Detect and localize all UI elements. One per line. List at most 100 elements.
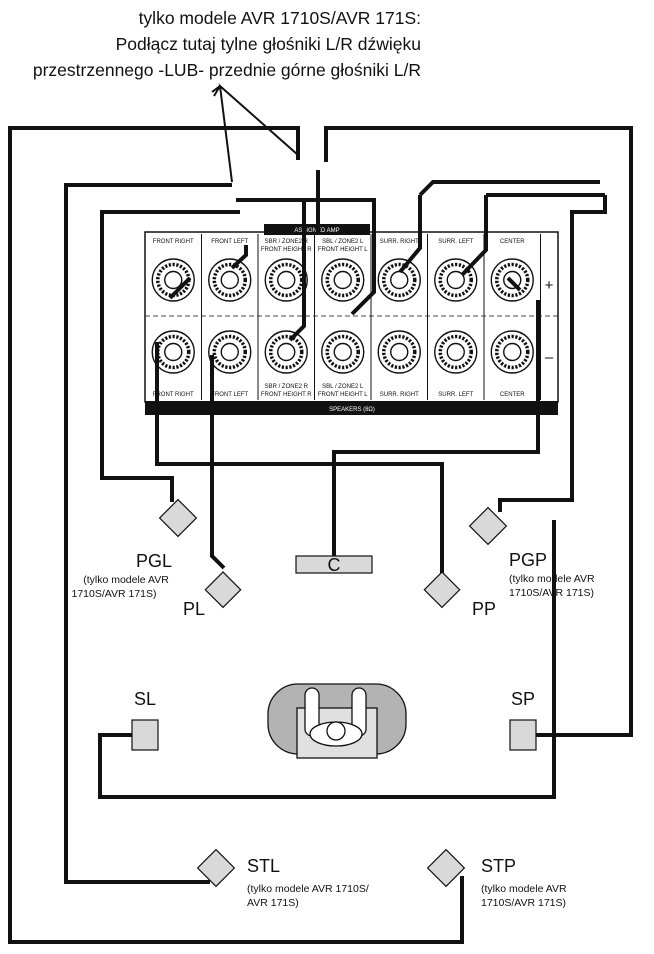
speaker-pgl-label: PGL (136, 551, 172, 571)
terminal-positive-2-ring (269, 262, 304, 298)
terminal-negative-6-ring (495, 334, 530, 370)
wire-center-top (506, 276, 522, 292)
wire-pl (210, 355, 226, 570)
speaker-stl-box (196, 848, 236, 888)
terminal-label-bottom-5: SURR. LEFT (438, 392, 473, 398)
speaker-c-box (295, 555, 373, 574)
speaker-sp-label: SP (511, 689, 535, 709)
speaker-stl: STL (tylko modele AVR 1710S/ AVR 171S) (196, 848, 369, 909)
terminal-label-top-0: FRONT RIGHT (153, 239, 194, 245)
wire-pgl (100, 210, 240, 502)
wire-pp (155, 342, 444, 576)
speaker-pgp-box (468, 506, 508, 546)
wire-sl (98, 520, 556, 799)
wire-sp (535, 210, 633, 737)
speaker-sl-label: SL (134, 689, 156, 709)
plus-sign: + (545, 277, 554, 294)
panel-columns: FRONT RIGHT FRONT RIGHT FRONT LEFT FRONT LE… (151, 234, 541, 400)
speaker-stp-box (426, 848, 466, 888)
wire-surr-right (398, 195, 422, 274)
speakers-label: SPEAKERS (8Ω) (329, 407, 375, 413)
speakers-bar (145, 401, 558, 415)
terminal-label-bottom-1: FRONT LEFT (211, 392, 248, 398)
wire-sr-top (418, 180, 600, 197)
terminal-negative-4-ring (382, 334, 417, 370)
terminal-positive-0-hole (164, 270, 183, 290)
speakers: PGL (tylko modele AVR 1710S/AVR 171S) PG… (71, 498, 595, 909)
speaker-pgp-label: PGP (509, 550, 547, 570)
wire-outer-right (324, 126, 633, 210)
caption-pointer-lines (211, 83, 299, 183)
terminal-negative-3-ring (325, 334, 360, 370)
speaker-c: C (295, 555, 373, 575)
speaker-stp-note-2: 1710S/AVR 171S) (481, 897, 566, 909)
speaker-pgp-note-1: (tylko modele AVR (509, 573, 595, 585)
caption-line-1: tylko modele AVR 1710S/AVR 171S: (139, 8, 421, 28)
speaker-sp-box (509, 719, 537, 751)
wire-fr-top (168, 276, 192, 300)
terminal-positive-1-hole (220, 270, 239, 290)
terminal-positive-4-hole (390, 270, 409, 290)
terminal-positive-2-hole (277, 270, 296, 290)
speaker-pgl-note-1: (tylko modele AVR (83, 574, 169, 586)
person-head (326, 721, 346, 741)
speaker-c-label: C (328, 555, 341, 575)
terminal-label-top-3: SBL / ZONE2 L (322, 239, 364, 245)
speaker-pl-box (204, 571, 242, 609)
speaker-pl: PL (183, 571, 242, 619)
wire-sbr (288, 200, 306, 342)
speaker-stp: STP (tylko modele AVR 1710S/AVR 171S) (426, 848, 567, 909)
terminal-label-top-5: SURR. LEFT (438, 239, 473, 245)
terminal-negative-2-hole (277, 342, 296, 362)
terminal-label-bottom-6: CENTER (500, 392, 525, 398)
terminal-label-top-2: SBR / ZONE2 R (265, 239, 309, 245)
speaker-pgp-note-2: 1710S/AVR 171S) (509, 587, 594, 599)
speaker-stl-label: STL (247, 856, 280, 876)
terminal-positive-5-ring (438, 262, 473, 298)
caption-line-2: Podłącz tutaj tylne głośniki L/R dźwięku (116, 34, 421, 54)
speaker-stp-label: STP (481, 856, 516, 876)
terminal-positive-1-ring (212, 262, 247, 298)
terminal-label-top-1: FRONT LEFT (211, 239, 248, 245)
wire-surr-left (460, 195, 488, 277)
terminal-negative-6-hole (503, 342, 522, 362)
terminal-positive-3-ring (325, 262, 360, 298)
wire-stl (64, 183, 232, 884)
terminal-positive-3-hole (333, 270, 352, 290)
terminal-label-top-4: SURR. RIGHT (380, 239, 419, 245)
terminal-label-bottom-4: SURR. RIGHT (380, 392, 419, 398)
terminal-label-bottom-3: SBL / ZONE2 L (322, 384, 364, 390)
terminal-positive-5-hole (446, 270, 465, 290)
minus-sign: – (545, 349, 554, 366)
terminal-negative-0-hole (164, 342, 183, 362)
speaker-sl-box (131, 719, 159, 751)
terminal-negative-4-hole (390, 342, 409, 362)
wire-center (332, 300, 540, 556)
terminal-negative-1-hole (220, 342, 239, 362)
terminal-negative-5-ring (438, 334, 473, 370)
terminal-label-top-6: CENTER (500, 239, 525, 245)
speaker-pgl-box (158, 498, 198, 538)
speaker-pgl-note-2: 1710S/AVR 171S) (71, 588, 156, 600)
terminal-negative-3-hole (333, 342, 352, 362)
caption: tylko modele AVR 1710S/AVR 171S: Podłącz… (33, 8, 421, 80)
terminal-label-bottom-2: SBR / ZONE2 R (265, 384, 309, 390)
terminal-label-top-sub-3: FRONT HEIGHT L (318, 247, 368, 253)
terminal-positive-6-ring (495, 262, 530, 298)
terminal-negative-2-ring (269, 334, 304, 370)
speaker-pp-label: PP (472, 599, 496, 619)
terminal-label-bottom-0: FRONT RIGHT (153, 392, 194, 398)
speaker-stl-note-2: AVR 171S) (247, 897, 299, 909)
speaker-pgl: PGL (tylko modele AVR 1710S/AVR 171S) (71, 498, 198, 600)
wire-stp-neg (8, 126, 464, 944)
wire-pgp (498, 195, 607, 512)
terminal-negative-5-hole (446, 342, 465, 362)
speaker-pp: PP (423, 571, 496, 619)
wire-fl-top (230, 245, 248, 270)
panel-frame (144, 231, 559, 403)
caption-line-3: przestrzennego -LUB- przednie górne głoś… (33, 60, 421, 80)
terminal-label-top-sub-2: FRONT HEIGHT R (261, 247, 312, 253)
terminal-negative-1-ring (212, 334, 247, 370)
